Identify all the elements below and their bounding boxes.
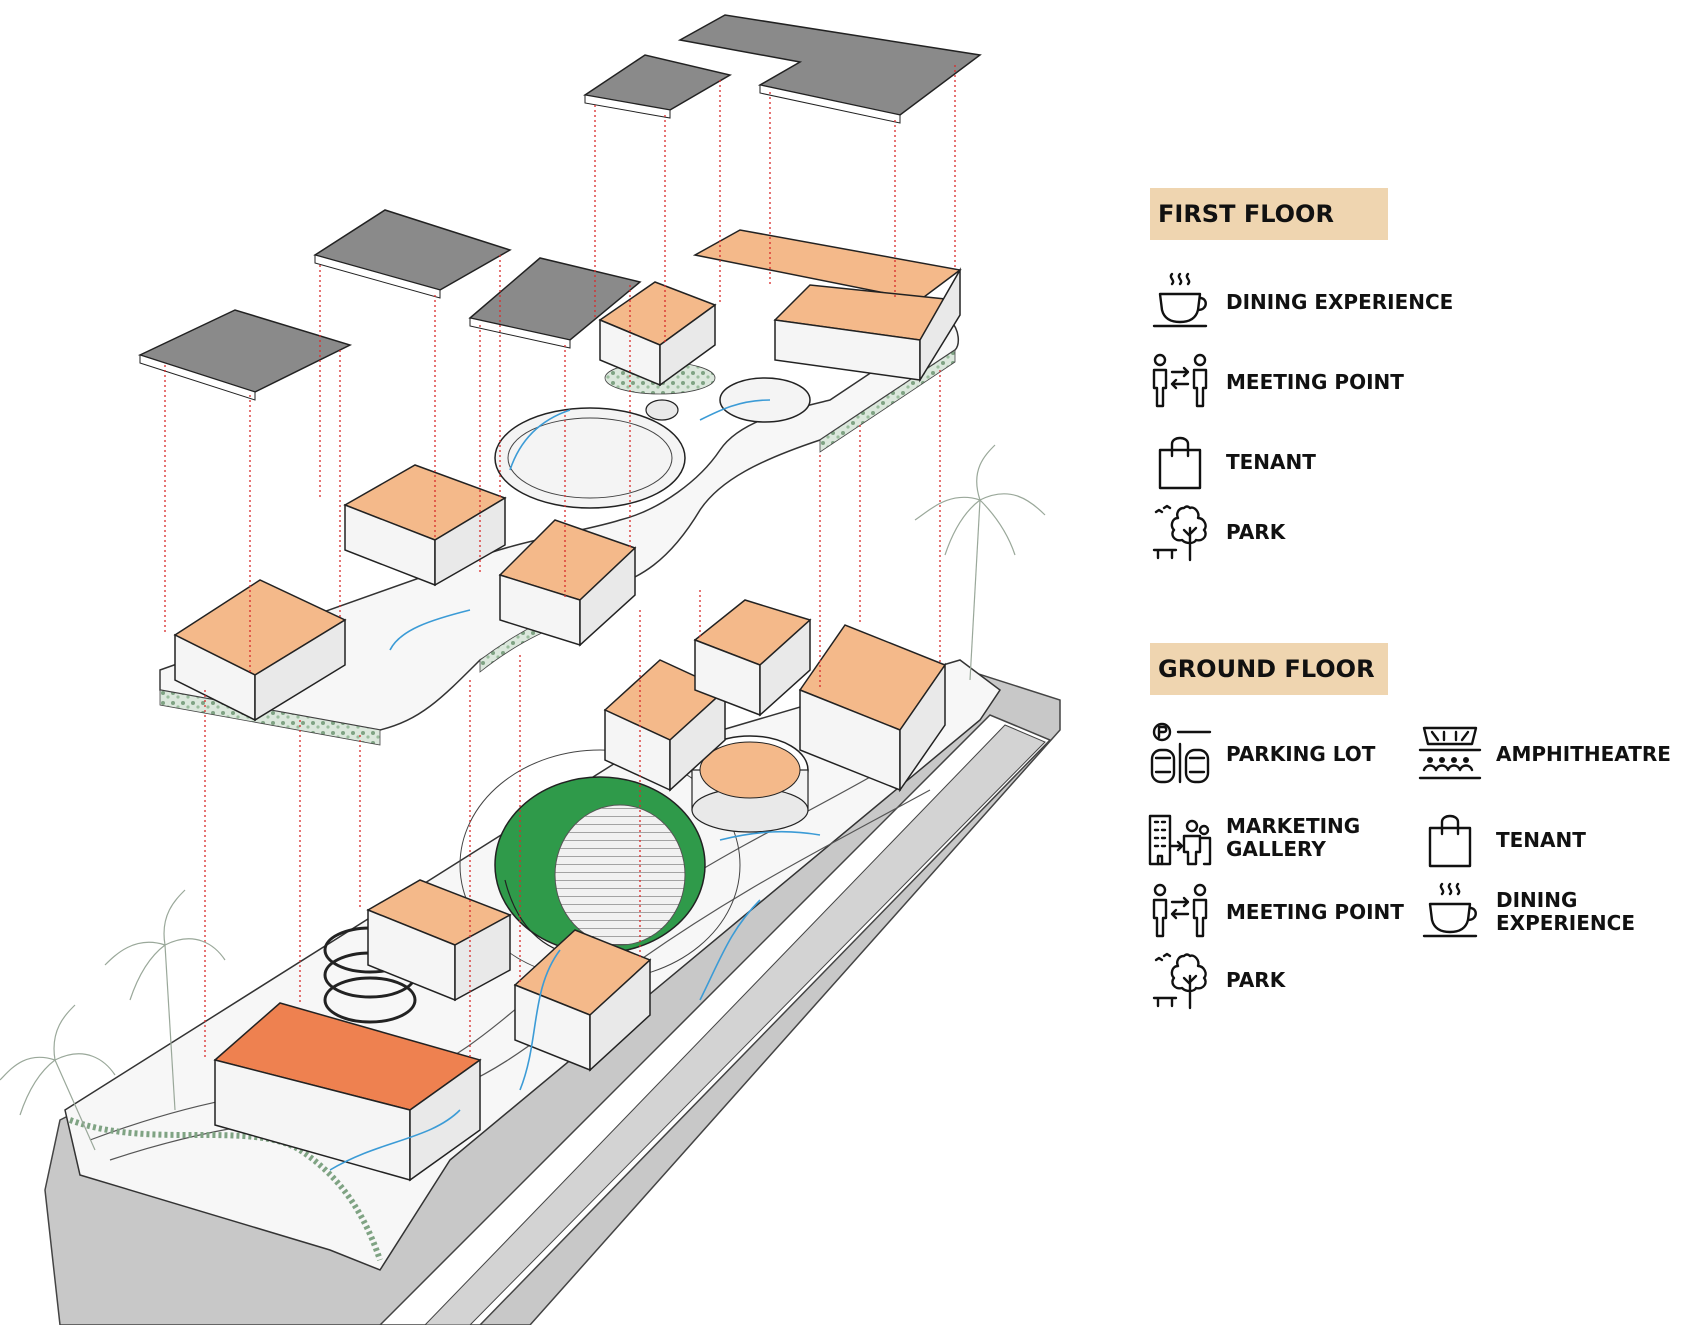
park-tree-bench-icon	[1152, 952, 1207, 1010]
ground-floor-amphitheatre-label: AMPHITHEATRE	[1496, 741, 1671, 766]
flow-arrows	[329, 399, 821, 1171]
first-floor-meeting-label: MEETING POINT	[1226, 369, 1404, 394]
exploded-isometric-diagram	[0, 14, 1061, 1325]
ground-floor-tenant-label: TENANT	[1496, 827, 1586, 852]
shopping-bag-icon	[1158, 436, 1202, 490]
amphitheatre-disc	[459, 749, 741, 981]
ground-floor-park-label: PARK	[1226, 967, 1286, 992]
palm-trees	[0, 444, 1046, 1151]
ground-floor-amphitheatre-item: AMPHITHEATRE	[1418, 722, 1671, 786]
coffee-cup-icon	[1422, 882, 1478, 938]
ground-floor-tenant-item: TENANT	[1418, 808, 1586, 872]
first-floor-title: FIRST FLOOR	[1150, 188, 1388, 240]
first-floor-meeting-item: MEETING POINT	[1148, 350, 1404, 414]
first-floor-tenant-label: TENANT	[1226, 449, 1316, 474]
ground-floor-meeting-label: MEETING POINT	[1226, 899, 1404, 924]
first-floor-dining-item: DINING EXPERIENCE	[1148, 270, 1453, 334]
ground-floor-marketing-label: MARKETING GALLERY	[1226, 814, 1361, 861]
roofs	[137, 14, 982, 401]
first-floor-tenant-boxes	[173, 229, 962, 722]
marketing-gallery-icon	[1148, 814, 1212, 866]
shopping-bag-icon	[1428, 814, 1472, 868]
meeting-people-icon	[1152, 883, 1208, 938]
ground-floor-meeting-item: MEETING POINT	[1148, 880, 1404, 944]
ground-floor-marketing-item: MARKETING GALLERY	[1148, 806, 1360, 870]
first-floor-park-item: PARK	[1148, 500, 1285, 564]
ground-floor-park-item: PARK	[1148, 948, 1285, 1012]
amphitheatre-icon	[1418, 726, 1482, 780]
first-floor-dining-label: DINING EXPERIENCE	[1226, 289, 1454, 314]
ground-floor-parking-item: PARKING LOT	[1148, 722, 1375, 786]
first-floor-park-label: PARK	[1226, 519, 1286, 544]
meeting-people-icon	[1152, 353, 1208, 408]
parking-cars-icon	[1150, 722, 1212, 784]
ground-tenant-boxes	[213, 599, 947, 1182]
round-pavilion	[691, 735, 809, 833]
ground-floor-dining-label: DINING EXPERIENCE	[1496, 888, 1635, 935]
coffee-cup-icon	[1152, 272, 1208, 328]
park-tree-bench-icon	[1152, 504, 1207, 562]
projection-lines	[164, 65, 956, 1060]
legend-panel: FIRST FLOOR DINING EXPERIENCE MEETING PO…	[1140, 0, 1700, 1325]
first-floor-tenant-item: TENANT	[1148, 430, 1316, 494]
ground-floor-title: GROUND FLOOR	[1150, 643, 1388, 695]
ground-floor-parking-label: PARKING LOT	[1226, 741, 1376, 766]
ground-floor-dining-item: DINING EXPERIENCE	[1418, 880, 1700, 944]
